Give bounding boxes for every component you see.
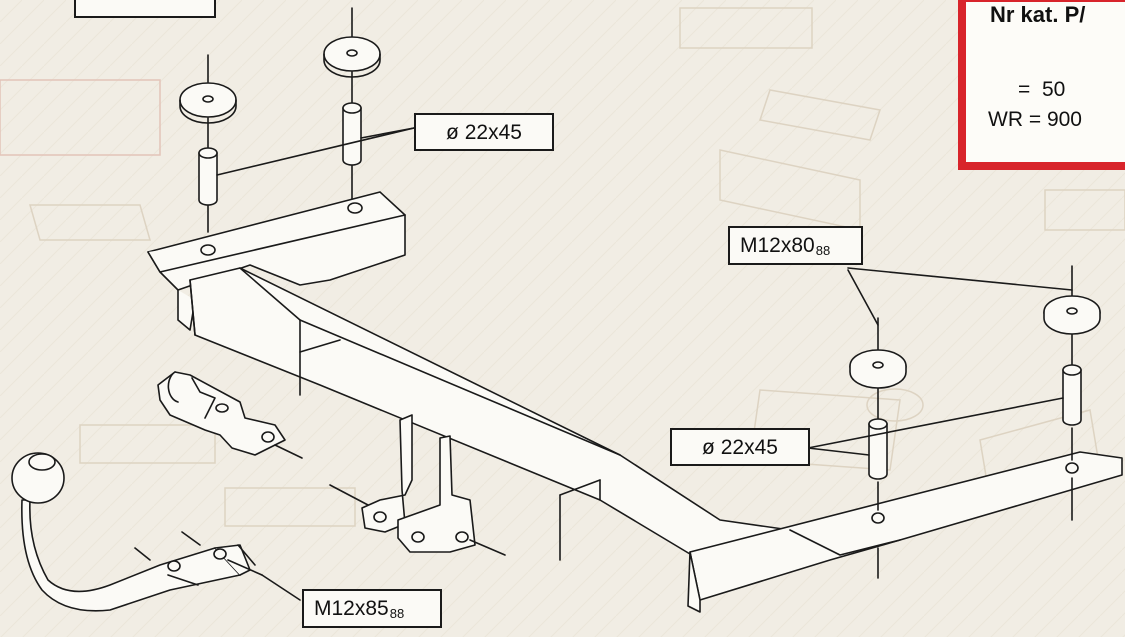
electrical-socket-plate — [157, 371, 286, 456]
diagram-linework — [11, 7, 1123, 613]
hook-bracket-left — [361, 414, 413, 533]
pin-left — [198, 147, 218, 206]
washer-right-rear — [1043, 295, 1101, 335]
label-bolt-bottom-text: M12x85 — [314, 597, 389, 620]
washer-right-front — [849, 349, 907, 389]
pin-right-rear — [1062, 364, 1082, 426]
wr-row: WR = 900 — [988, 108, 1082, 132]
washer-center — [323, 36, 381, 78]
catalog-number-label: Nr kat. P/ — [990, 2, 1086, 27]
label-pin-right: ø 22x45 — [670, 428, 810, 466]
label-pin-top-text: ø 22x45 — [446, 121, 522, 144]
leader-bolt-right — [847, 269, 879, 326]
wr-label: WR — [988, 108, 1023, 131]
pin-center — [342, 102, 362, 166]
vertical-load-row: = 50 — [1018, 78, 1065, 102]
right-mounting-bracket — [687, 451, 1123, 613]
wr-value: 900 — [1046, 108, 1082, 131]
label-pin-top: ø 22x45 — [414, 113, 554, 151]
label-bolt-right: M12x8088 — [728, 226, 863, 265]
leader-bolt-bottom — [261, 574, 301, 601]
pin-right-front — [868, 418, 888, 480]
tow-ball — [11, 452, 65, 504]
label-bolt-right-grade: 88 — [815, 243, 831, 258]
washer-left — [179, 82, 237, 124]
equals-sign: = — [1018, 78, 1031, 101]
label-bolt-right-text: M12x80 — [740, 234, 815, 257]
vertical-load-value: 50 — [1041, 78, 1066, 101]
leader-pin-top — [216, 127, 415, 176]
label-pin-right-text: ø 22x45 — [702, 436, 778, 459]
tow-ball-neck — [21, 499, 251, 612]
label-bolt-bottom-grade: 88 — [389, 606, 405, 621]
left-mounting-bracket — [147, 191, 406, 331]
label-box-top-left — [74, 0, 216, 18]
hook-bracket-right — [397, 435, 476, 553]
equals-sign: = — [1028, 108, 1042, 131]
leader-pin-right — [807, 447, 870, 456]
label-bolt-bottom: M12x8588 — [302, 589, 442, 628]
info-panel: Nr kat. P/ = 50 WR = 900 — [958, 0, 1125, 170]
